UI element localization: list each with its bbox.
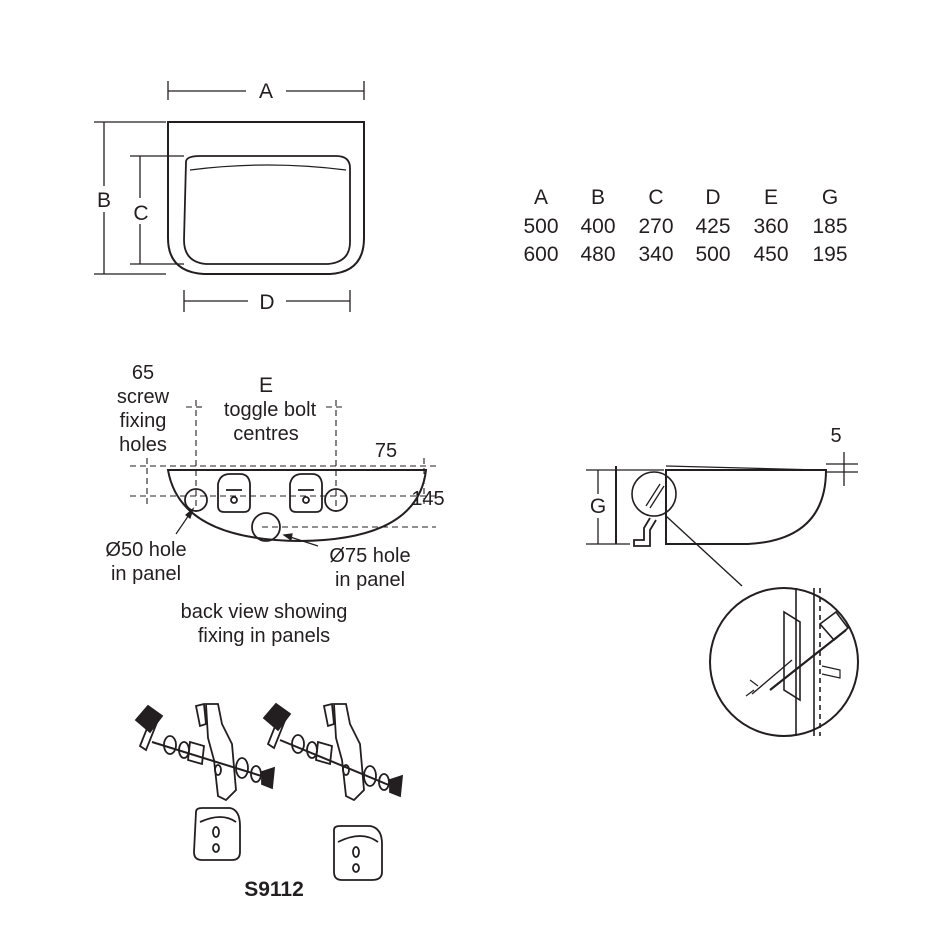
back-view-holes	[184, 473, 348, 542]
dimension-5	[826, 452, 858, 486]
table-header-d: D	[705, 186, 720, 209]
label-g: G	[590, 495, 606, 518]
hole-75-line-1: Ø75 hole	[329, 545, 410, 567]
table-header-a: A	[534, 186, 548, 209]
table-header-b: B	[591, 186, 605, 209]
detail-fixing	[745, 588, 850, 736]
table-header-c: C	[648, 186, 663, 209]
label-b: B	[97, 189, 111, 212]
table-cell: 360	[753, 215, 788, 238]
label-a: A	[259, 80, 273, 103]
detail-leader-line	[665, 515, 743, 587]
table-cell: 425	[695, 215, 730, 238]
table-cell: 600	[523, 243, 558, 266]
hole-50-line-2: in panel	[111, 563, 181, 585]
table-cell: 450	[753, 243, 788, 266]
back-view-basin	[166, 469, 428, 543]
dimension-c	[130, 155, 184, 265]
toggle-bolt-line-1: toggle bolt	[224, 399, 317, 421]
table-header-g: G	[822, 186, 838, 209]
table-cell: 185	[812, 215, 847, 238]
back-view-leaders	[175, 507, 319, 547]
label-d: D	[259, 291, 274, 314]
screw-holes-line-2: screw	[117, 386, 170, 408]
hole-50-line-1: Ø50 hole	[105, 539, 186, 561]
dimension-145-label: 145	[411, 488, 444, 510]
table-cell: 500	[523, 215, 558, 238]
top-view-basin	[167, 121, 365, 275]
label-e: E	[259, 374, 273, 397]
side-view-basin	[615, 465, 828, 547]
toggle-bolt-line-2: centres	[233, 423, 299, 445]
fixing-kit-right	[262, 702, 404, 802]
dimension-b	[94, 121, 166, 275]
kit-code: S9112	[244, 878, 304, 901]
dimension-5-label: 5	[830, 425, 841, 447]
dimensions-table: A B C D E G 500 400 270 425 360 185 600 …	[523, 186, 847, 266]
label-c: C	[133, 202, 148, 225]
screw-holes-line-1: 65	[132, 362, 154, 384]
caption-line-2: fixing in panels	[198, 625, 330, 647]
dimension-75-label: 75	[375, 440, 397, 462]
table-cell: 400	[580, 215, 615, 238]
fixing-kit-left	[134, 702, 276, 802]
back-view-guides	[130, 400, 436, 528]
bracket-plate-left	[193, 807, 241, 861]
screw-holes-line-4: holes	[119, 434, 167, 456]
table-cell: 480	[580, 243, 615, 266]
dimension-g	[586, 469, 664, 545]
table-header-e: E	[764, 186, 778, 209]
screw-holes-line-3: fixing	[120, 410, 167, 432]
table-cell: 340	[638, 243, 673, 266]
table-cell: 500	[695, 243, 730, 266]
detail-circle	[709, 587, 859, 737]
dimension-a	[167, 81, 365, 100]
hole-75-line-2: in panel	[335, 569, 405, 591]
table-cell: 195	[812, 243, 847, 266]
caption-line-1: back view showing	[181, 601, 348, 623]
bracket-plate-right	[333, 825, 383, 881]
table-cell: 270	[638, 215, 673, 238]
dimension-d	[183, 290, 351, 312]
